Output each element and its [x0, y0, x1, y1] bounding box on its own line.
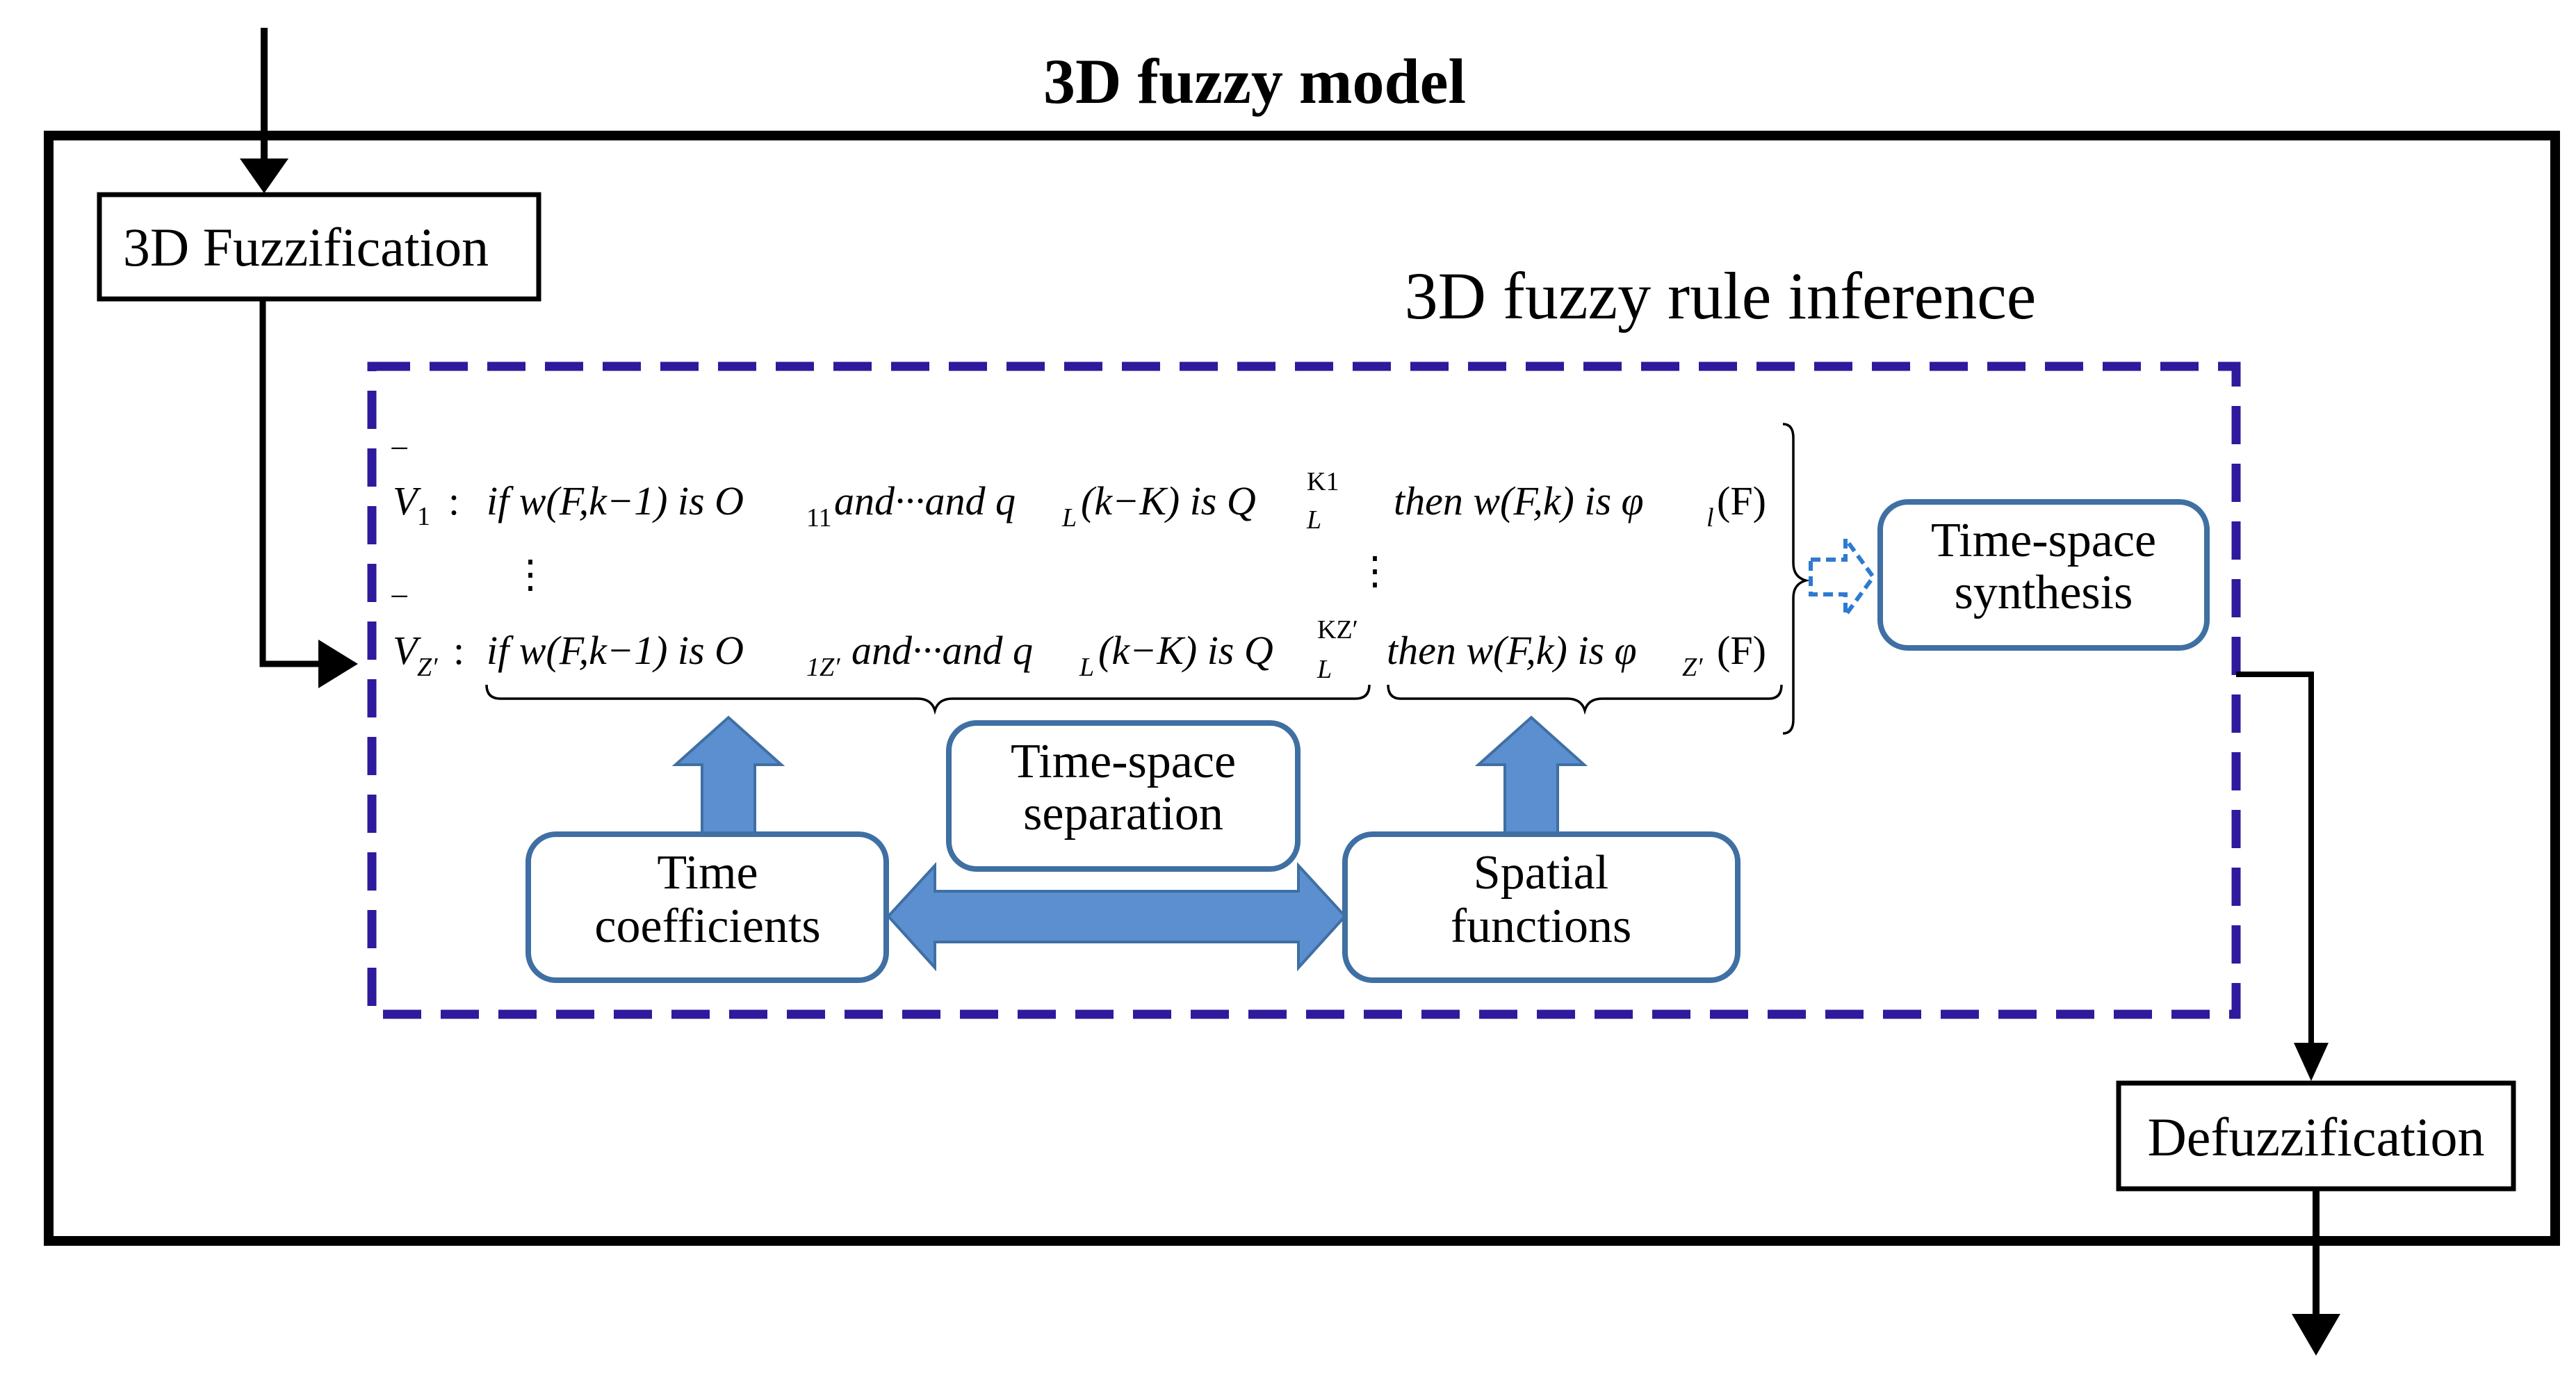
fuzzification-to-rules-arrowhead [318, 640, 358, 688]
outer-frame [44, 131, 2560, 1246]
double-arrow [886, 861, 1347, 972]
synthesis-to-defuzzification-arrowhead [2294, 1043, 2329, 1081]
rule-1-q-sub: L [1061, 503, 1077, 533]
rule-2-Q-sub: L [1316, 655, 1332, 684]
synthesis-line-1: Time-space [1931, 514, 2156, 567]
fuzzification-label: 3D Fuzzification [123, 217, 489, 277]
rule-2-phi-rest: (F) [1717, 628, 1766, 673]
rule-1-bar: ‾ [391, 444, 408, 489]
synthesis-dashed-arrow [1809, 532, 1876, 622]
rule-2-if-sub: 1Z′ [806, 653, 840, 682]
synthesis-to-defuzzification-line [2236, 672, 2314, 1046]
time-coefficients-line-1: Time [657, 846, 758, 900]
rule-1-then-part: then w(F,k) is φ [1394, 478, 1644, 523]
inference-label: 3D fuzzy rule inference [1405, 259, 2037, 333]
spatial-up-arrow [1474, 715, 1588, 836]
rule-1-phi-sub: l [1706, 503, 1714, 533]
rule-vdots-right: ⋮ [1355, 550, 1394, 593]
rule-vdots-left: ⋮ [511, 553, 550, 596]
time-up-arrow [671, 715, 785, 836]
synthesis-line-2: synthesis [1955, 566, 2133, 619]
rule-2-phi-sub: Z′ [1682, 653, 1703, 682]
rule-1-and-part: and···and q [834, 478, 1016, 523]
rule-1-label: V [393, 478, 422, 523]
spatial-functions-box [1342, 831, 1741, 983]
rules-right-brace [1782, 423, 1811, 735]
separation-line-1: Time-space [1011, 735, 1236, 788]
inference-dashed-box [367, 361, 2241, 1019]
fuzzification-box [97, 192, 541, 302]
rule-1-label-sub: 1 [417, 502, 430, 531]
spatial-functions-line-2: functions [1451, 900, 1632, 953]
if-underbrace [485, 684, 1371, 715]
rule-2-label-sub: Z′ [417, 653, 438, 682]
rule-1-if-sub: 11 [806, 503, 832, 533]
rule-1-if-part: if w(F,k−1) is O [487, 478, 744, 523]
rule-1-Q-sub: L [1306, 505, 1321, 535]
then-underbrace [1387, 684, 1783, 715]
rule-2: ‾ V Z′ : if w(F,k−1) is O 1Z′ and···and … [391, 592, 1766, 684]
defuzzification-box [2116, 1080, 2516, 1192]
rule-2-then-part: then w(F,k) is φ [1387, 628, 1637, 673]
fuzzification-to-rules-line [259, 299, 327, 667]
rule-2-q-rest: (k−K) is Q [1098, 628, 1273, 673]
rule-1-q-rest: (k−K) is Q [1081, 478, 1256, 523]
separation-line-2: separation [1023, 787, 1223, 840]
rule-2-label: V [393, 628, 422, 673]
rule-1: ‾ V 1 : if w(F,k−1) is O 11 and···and q … [391, 444, 1766, 535]
time-coefficients-box [525, 831, 889, 983]
synthesis-box [1877, 499, 2210, 651]
rule-1-phi-rest: (F) [1717, 478, 1766, 523]
rule-2-sep: : [453, 628, 464, 673]
separation-box [946, 720, 1301, 872]
rule-2-bar: ‾ [391, 592, 408, 637]
rule-2-Q-sup: KZ′ [1317, 615, 1358, 644]
time-coefficients-line-2: coefficients [594, 900, 820, 953]
defuzzification-label: Defuzzification [2147, 1107, 2484, 1167]
rule-2-if-part: if w(F,k−1) is O [487, 628, 744, 673]
rule-2-and-part: and···and q [851, 628, 1033, 673]
spatial-functions-line-1: Spatial [1474, 846, 1608, 900]
rule-2-q-sub: L [1079, 653, 1094, 682]
input-arrowhead [240, 159, 288, 193]
rule-1-Q-sup: K1 [1307, 467, 1339, 496]
output-arrowhead [2292, 1314, 2340, 1356]
rule-1-sep: : [448, 478, 459, 523]
diagram-title: 3D fuzzy model [1043, 46, 1466, 117]
